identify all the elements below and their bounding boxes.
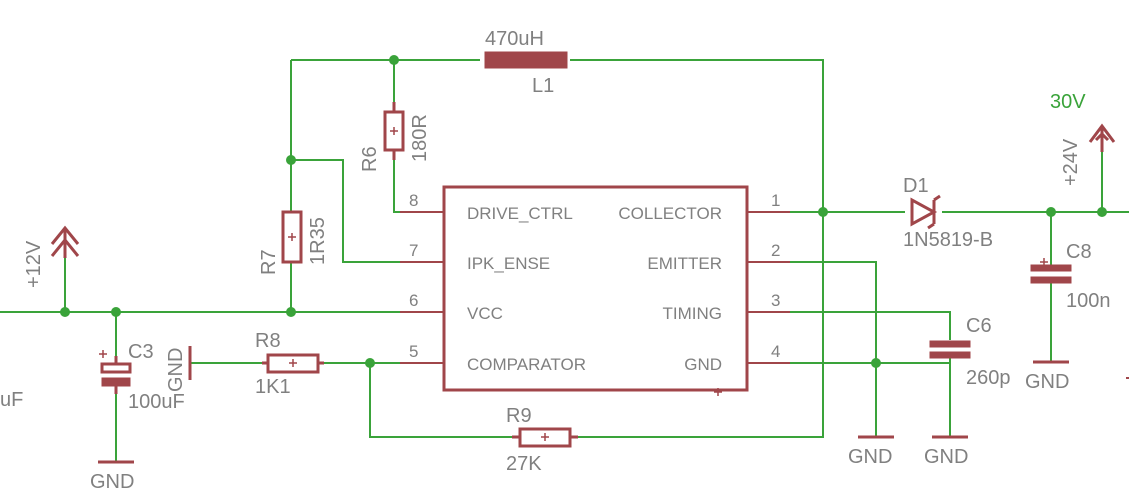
supply-plus24v[interactable]: +24V 30V	[1050, 91, 1116, 186]
resistor-body	[518, 427, 572, 448]
cut-off-value: uF	[0, 389, 23, 411]
d1-name: D1	[903, 175, 929, 197]
junction-dot	[1097, 207, 1107, 217]
junction-dot	[365, 358, 375, 368]
resistor-r6[interactable]: R6 180R	[359, 102, 431, 172]
ic-pin-number: 7	[409, 241, 418, 260]
r7-value: 1R35	[307, 217, 329, 265]
ic-pin-label: COLLECTOR	[618, 204, 722, 223]
l1-name: L1	[532, 75, 554, 97]
junction-dot	[286, 307, 296, 317]
r8-name: R8	[255, 330, 281, 352]
ic-pin-label: TIMING	[663, 304, 723, 323]
capacitor-c3[interactable]: C3 100uF	[99, 341, 185, 413]
ic-pin-label: IPK_ENSE	[467, 254, 550, 273]
resistor-body	[281, 210, 303, 264]
supply-arrow-icon	[1088, 123, 1116, 152]
gnd-c3: GND	[90, 460, 134, 493]
inductor-body	[484, 51, 568, 69]
c3-value: 100uF	[128, 391, 185, 413]
capacitor-plate	[1030, 276, 1072, 284]
r7-name: R7	[258, 249, 280, 275]
junction-dot	[60, 307, 70, 317]
resistor-r9[interactable]: R9 27K	[506, 405, 578, 475]
gnd-label: GND	[924, 446, 968, 468]
junctions	[60, 55, 1107, 368]
r9-value: 27K	[506, 453, 542, 475]
resistor-body	[266, 353, 320, 374]
supply-out-label: +24V	[1060, 138, 1082, 186]
ic-pin-label: VCC	[467, 304, 503, 323]
ic-pin-number: 4	[771, 342, 780, 361]
junction-dot	[286, 155, 296, 165]
capacitor-plate	[929, 340, 971, 348]
gnd-c6: GND	[924, 435, 968, 468]
d1-value: 1N5819-B	[903, 229, 993, 251]
l1-value: 470uH	[485, 28, 544, 50]
junction-dot	[818, 207, 828, 217]
ic-pin-label: EMITTER	[647, 254, 722, 273]
diode-triangle	[910, 197, 938, 227]
ic-pin-number: 1	[771, 191, 780, 210]
junction-dot	[1046, 207, 1056, 217]
net-label-30v: 30V	[1050, 91, 1086, 113]
resistor-body	[383, 110, 405, 152]
gnd-label: GND	[90, 471, 134, 493]
junction-dot	[111, 307, 121, 317]
c6-value: 260p	[966, 367, 1011, 389]
capacitor-plate	[1030, 264, 1072, 272]
ic-chip[interactable]: 8 7 6 5 DRIVE_CTRL IPK_ENSE VCC COMPARAT…	[400, 185, 790, 396]
gnd-c8: GND	[1025, 360, 1069, 393]
junction-dot	[389, 55, 399, 65]
resistor-r7[interactable]: R7 1R35	[258, 210, 329, 275]
gnd-emitter: GND	[848, 435, 894, 468]
gnd-r8: GND	[165, 346, 192, 392]
ic-pin-number: 5	[409, 342, 418, 361]
ic-pin-number: 2	[771, 241, 780, 260]
gnd-label: GND	[1025, 371, 1069, 393]
supply-in-label: +12V	[23, 240, 45, 288]
inductor-l1[interactable]: 470uH L1	[484, 28, 568, 97]
gnd-label: GND	[165, 348, 187, 392]
capacitor-c6[interactable]: C6 260p	[929, 315, 1011, 389]
gnd-label: GND	[848, 446, 892, 468]
c3-name: C3	[128, 341, 154, 363]
capacitor-plate	[101, 377, 131, 387]
capacitor-plate	[100, 362, 132, 374]
r6-name: R6	[359, 146, 381, 172]
capacitor-plate	[929, 351, 971, 359]
r6-value: 180R	[409, 114, 431, 162]
c8-value: 100n	[1066, 290, 1111, 312]
c6-name: C6	[966, 315, 992, 337]
supply-arrow-icon	[50, 225, 80, 258]
diode-d1[interactable]: D1 1N5819-B	[903, 175, 993, 251]
r9-name: R9	[506, 405, 532, 427]
ic-pin-number: 6	[409, 291, 418, 310]
capacitor-c8[interactable]: C8 100n	[1030, 241, 1111, 312]
supply-plus12v[interactable]: +12V	[23, 225, 80, 288]
ic-pin-label: COMPARATOR	[467, 355, 586, 374]
ic-pin-label: DRIVE_CTRL	[467, 204, 573, 223]
ic-pin-number: 8	[409, 191, 418, 210]
ic-body	[442, 185, 749, 392]
junction-dot	[871, 358, 881, 368]
ic-pin-number: 3	[771, 291, 780, 310]
c8-name: C8	[1066, 241, 1092, 263]
diode-cathode	[927, 194, 941, 230]
r8-value: 1K1	[255, 376, 291, 398]
ic-pin-label: GND	[684, 355, 722, 374]
resistor-r8[interactable]: R8 1K1	[255, 330, 324, 398]
